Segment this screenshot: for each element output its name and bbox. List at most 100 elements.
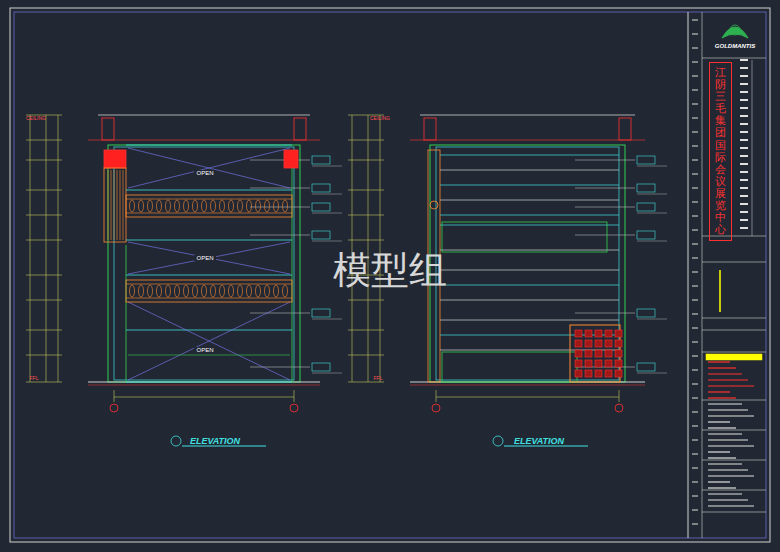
cad-line <box>692 341 698 343</box>
cad-line <box>436 390 437 402</box>
cad-line <box>692 173 698 175</box>
cad-line <box>637 319 667 320</box>
cad-line <box>312 194 342 195</box>
baluster <box>157 285 162 297</box>
cad-line <box>708 379 748 380</box>
cad-line <box>702 318 766 319</box>
cad-line <box>708 385 754 386</box>
cad-line <box>692 453 698 455</box>
cad-rect <box>605 350 612 357</box>
cad-rect <box>585 330 592 337</box>
cad-line <box>740 59 748 61</box>
cad-line <box>575 313 635 314</box>
cad-circle <box>493 436 503 446</box>
cad-line <box>126 284 292 285</box>
cad-rect <box>575 340 582 347</box>
cad-rect <box>585 370 592 377</box>
cad-line <box>752 60 753 236</box>
cad-line <box>26 215 62 216</box>
cad-line <box>126 245 127 382</box>
cad-line <box>692 145 698 147</box>
cad-rect <box>615 370 622 377</box>
cad-line <box>688 12 689 538</box>
cad-line <box>348 140 384 141</box>
cad-line <box>740 123 748 125</box>
baluster <box>211 200 216 212</box>
cad-line <box>637 241 667 242</box>
cad-line <box>692 19 698 21</box>
baluster <box>166 200 171 212</box>
cad-rect <box>312 231 330 239</box>
cad-line <box>692 495 698 497</box>
cad-line <box>692 131 698 133</box>
cad-line <box>123 170 124 240</box>
cad-line <box>128 355 290 356</box>
cad-line <box>740 131 748 133</box>
cad-rect <box>312 363 330 371</box>
baluster <box>148 285 153 297</box>
cad-rect <box>637 231 655 239</box>
cad-line <box>440 320 619 321</box>
cad-line <box>26 330 62 331</box>
cad-line <box>692 313 698 315</box>
cad-rect <box>615 360 622 367</box>
baluster <box>283 200 288 212</box>
cad-line <box>692 103 698 105</box>
view-title: ELEVATION <box>514 437 564 446</box>
baluster <box>202 200 207 212</box>
cad-line <box>692 523 698 525</box>
cad-line <box>380 115 381 382</box>
cad-circle <box>430 201 438 209</box>
cad-line <box>702 352 766 353</box>
cad-line <box>702 330 766 331</box>
cad-line <box>692 117 698 119</box>
cad-line <box>294 390 295 402</box>
baluster <box>238 285 243 297</box>
cad-line <box>702 460 766 461</box>
cad-line <box>250 188 310 189</box>
cad-rect <box>637 184 655 192</box>
cad-line <box>88 140 320 141</box>
baluster <box>157 200 162 212</box>
cad-line <box>420 115 635 116</box>
cad-line <box>368 115 369 382</box>
baluster <box>220 285 225 297</box>
cad-line <box>126 382 292 383</box>
cad-rect <box>585 340 592 347</box>
cad-line <box>702 512 766 513</box>
cad-rect <box>605 330 612 337</box>
cad-line <box>312 241 342 242</box>
cad-line <box>702 490 766 491</box>
cad-rect <box>126 195 292 217</box>
cad-line <box>692 425 698 427</box>
cad-line <box>708 505 754 506</box>
cad-line <box>312 213 342 214</box>
baluster <box>229 285 234 297</box>
watermark: 模型组 <box>333 251 447 289</box>
cad-circle <box>110 404 118 412</box>
cad-rect <box>312 203 330 211</box>
cad-line <box>708 403 742 404</box>
baluster <box>166 285 171 297</box>
cad-line <box>692 397 698 399</box>
cad-line <box>440 200 619 201</box>
cad-line <box>26 382 62 383</box>
cad-line <box>128 148 290 188</box>
cad-line <box>708 439 748 440</box>
cad-line <box>692 47 698 49</box>
cad-line <box>702 430 766 431</box>
cad-line <box>410 140 645 141</box>
cad-line <box>637 194 667 195</box>
cad-line <box>575 235 635 236</box>
cad-rect <box>637 309 655 317</box>
cad-line <box>692 299 698 301</box>
cad-rect <box>595 340 602 347</box>
cad-line <box>708 469 748 470</box>
cad-rect <box>104 168 126 242</box>
cad-line <box>108 170 109 240</box>
cad-line <box>436 397 619 398</box>
cad-line <box>98 115 310 116</box>
baluster <box>247 200 252 212</box>
cad-rect <box>575 350 582 357</box>
cad-line <box>740 187 748 189</box>
